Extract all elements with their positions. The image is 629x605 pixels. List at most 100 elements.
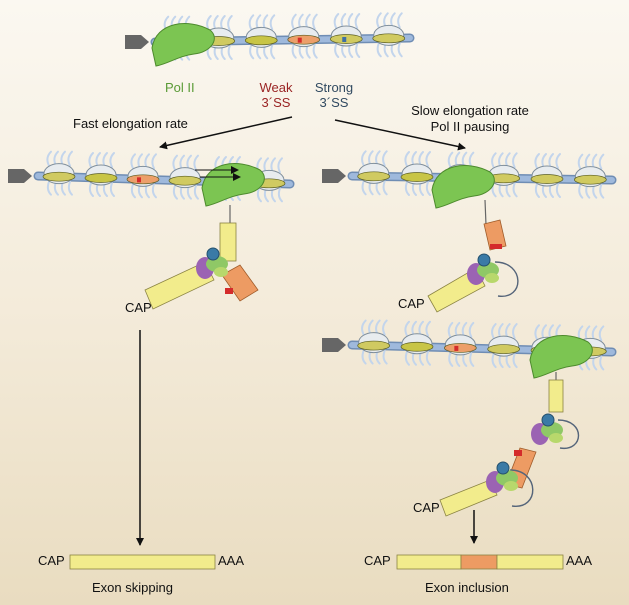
weak-3ss-mark [454, 345, 459, 351]
nascent-exon [548, 379, 564, 413]
u2af-subunit [477, 253, 491, 267]
nucleosome [357, 150, 391, 196]
histone-tail [361, 319, 367, 336]
dna-wrap [400, 341, 434, 352]
spliceosome-subunit [485, 273, 499, 283]
promoter-arrow [8, 169, 32, 183]
histone-tail [534, 324, 540, 341]
weak-3ss-mark [225, 288, 233, 294]
pol2-enzyme [529, 335, 593, 379]
promoter-arrow [322, 338, 346, 352]
histone-tail [491, 152, 497, 169]
histone-tail [130, 153, 136, 170]
histone-tail [46, 150, 52, 167]
weak-3ss-mark [297, 37, 302, 43]
pol2-body [151, 23, 215, 67]
flow-arrow [334, 119, 466, 151]
histone-tail [382, 319, 388, 336]
histone-tail [227, 15, 233, 31]
skipped-mrna [69, 554, 216, 570]
dna-wrap [168, 175, 202, 186]
alternative-exon [221, 264, 259, 302]
spliceosome-complex [486, 461, 518, 493]
polya-label: AAA [566, 553, 593, 568]
cap-label: CAP [413, 500, 440, 515]
histone-tail [270, 44, 276, 60]
intron-loop [509, 469, 534, 507]
histone-tail [277, 157, 283, 174]
histone-tail [598, 325, 605, 342]
histone-tail [578, 183, 584, 199]
dna-wrap [126, 174, 160, 185]
histone-tail [151, 153, 157, 170]
promoter-arrow [125, 35, 149, 49]
pol2-enzyme [201, 163, 265, 207]
histone-tail [291, 43, 297, 59]
histone-tail [469, 351, 475, 367]
histone-tail [88, 182, 94, 197]
dna-wrap [287, 34, 321, 45]
included-mrna-exon1 [396, 554, 462, 570]
histone-tail [404, 320, 410, 337]
dna-wrap [357, 340, 391, 351]
histone-tail [172, 184, 178, 200]
nucleosome [443, 321, 477, 367]
nascent-exon [219, 222, 237, 262]
histone-tail [382, 180, 388, 196]
histone-tail [447, 151, 454, 168]
histone-tail [193, 184, 199, 200]
histone-tail [599, 183, 605, 199]
histone-tail [291, 13, 297, 30]
weak-3ss-mark [137, 177, 141, 183]
histone-tail [249, 44, 255, 60]
nucleosome [329, 13, 363, 58]
histone-tail [468, 151, 475, 168]
exon-skipping-label: Exon skipping [92, 580, 173, 595]
nucleosome [400, 151, 434, 196]
nucleosome [357, 319, 391, 365]
histone-tail [193, 154, 199, 171]
histone-tail [425, 181, 431, 196]
included-mrna-exon2 [496, 554, 564, 570]
strong-3ss-mark [342, 37, 347, 42]
histone-tail [577, 153, 584, 170]
dna-wrap [487, 344, 521, 354]
alternative-exon [483, 219, 507, 251]
dna-wrap [400, 172, 434, 182]
chromatin-fiber [322, 150, 617, 199]
dna-wrap [372, 33, 406, 44]
flow-arrow [159, 116, 293, 150]
spliceosome-subunit [214, 267, 228, 277]
histone-tail [491, 353, 497, 369]
nucleosome [400, 320, 434, 366]
spliceosome-complex [531, 413, 563, 445]
u2af-subunit [541, 413, 555, 427]
histone-tail [248, 14, 255, 31]
weak-3ss-mark [490, 244, 502, 249]
histone-tail [256, 187, 262, 203]
dna-wrap [357, 171, 391, 182]
histone-tail [46, 180, 52, 196]
histone-tail [312, 13, 318, 30]
histone-tail [269, 14, 276, 31]
histone-tail [206, 15, 212, 31]
nucleosome [42, 150, 76, 196]
histone-tail [598, 153, 605, 170]
histone-tail [397, 42, 403, 58]
histone-tail [354, 13, 361, 29]
intron-loop [557, 419, 580, 449]
histone-tail [512, 152, 518, 169]
rna-tether [484, 199, 487, 226]
upstream-exon [144, 261, 215, 310]
histone-tail [361, 150, 367, 167]
histone-tail [448, 351, 454, 367]
cap-label: CAP [125, 300, 152, 315]
histone-tail [333, 13, 340, 29]
cap-label: CAP [364, 553, 391, 568]
nucleosome [168, 154, 202, 200]
cap-label: CAP [398, 296, 425, 311]
